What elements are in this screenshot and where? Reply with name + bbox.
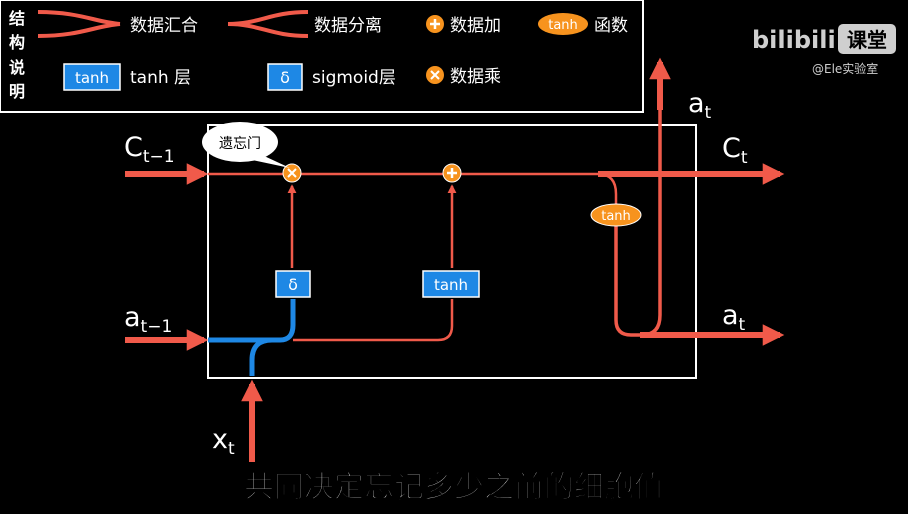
tanh-layer-icon: [63, 63, 121, 91]
legend-title-char: 结: [8, 9, 25, 28]
input-c-label: Ct−1: [124, 132, 175, 167]
legend-title-char: 说: [9, 58, 25, 77]
merge-icon: [37, 10, 121, 38]
add-node: [442, 163, 462, 183]
split-icon: [227, 10, 309, 38]
course-label: 课堂: [847, 28, 887, 52]
output-a-label: at: [722, 300, 746, 335]
tanh-box-label: tanh: [434, 276, 468, 294]
tanh-oval-label: tanh: [601, 209, 631, 224]
sigmoid-box-label: δ: [288, 275, 298, 294]
sigmoid-layer-icon: [267, 63, 303, 91]
output-c-label: Ct: [722, 133, 748, 168]
watermark: bilibili 课堂 @Ele实验室: [752, 24, 896, 76]
sigmoid-box: [275, 270, 311, 298]
cell-border: [207, 124, 697, 379]
legend-border: [0, 0, 644, 113]
legend-sigmoid-label: sigmoid层: [312, 68, 396, 88]
legend-tanh-layer-badge: tanh: [75, 69, 109, 87]
legend-split-label: 数据分离: [314, 16, 382, 36]
cell-to-tanh-line: [597, 172, 618, 205]
legend-title: 结 构 说 明: [8, 9, 25, 101]
legend-tanh-layer-label: tanh 层: [130, 68, 191, 88]
forget-gate-label: 遗忘门: [219, 136, 261, 152]
sigmoid-input-line: [249, 299, 296, 376]
watermark-author: @Ele实验室: [812, 61, 878, 76]
candidate-line: [293, 299, 454, 342]
course-badge: [838, 24, 896, 54]
output-a-top-label: at: [688, 88, 712, 123]
bilibili-logo: bilibili: [752, 26, 836, 54]
input-x-label: xt: [212, 424, 235, 459]
legend-merge-label: 数据汇合: [130, 16, 198, 36]
lstm-cell: δ tanh tanh 遗忘门 Ct−1 at−1 xt Ct at at: [124, 57, 785, 462]
legend-panel: 结 构 说 明 数据汇合 数据分离 数据加 tanh 函数 tanh tanh …: [0, 0, 644, 113]
add-icon: [426, 15, 444, 33]
multiply-node: [282, 163, 302, 183]
tanh-to-output-line: [614, 110, 662, 337]
tanh-function-icon: [538, 13, 588, 35]
multiply-icon: [426, 66, 444, 84]
legend-title-char: 构: [9, 33, 25, 52]
tanh-box: [422, 270, 480, 298]
legend-tanh-func-label: 函数: [594, 16, 628, 36]
input-a-label: at−1: [124, 302, 172, 337]
legend-title-char: 明: [9, 82, 25, 101]
tanh-function-oval: [590, 203, 642, 227]
legend-sigmoid-badge: δ: [280, 68, 290, 87]
forget-gate-bubble: 遗忘门: [202, 122, 290, 168]
legend-add-label: 数据加: [450, 16, 501, 36]
subtitle-caption: 共同决定忘记多少之前的细胞值: [244, 470, 664, 505]
legend-tanh-func-badge: tanh: [548, 18, 578, 33]
legend-multiply-label: 数据乘: [450, 67, 501, 87]
